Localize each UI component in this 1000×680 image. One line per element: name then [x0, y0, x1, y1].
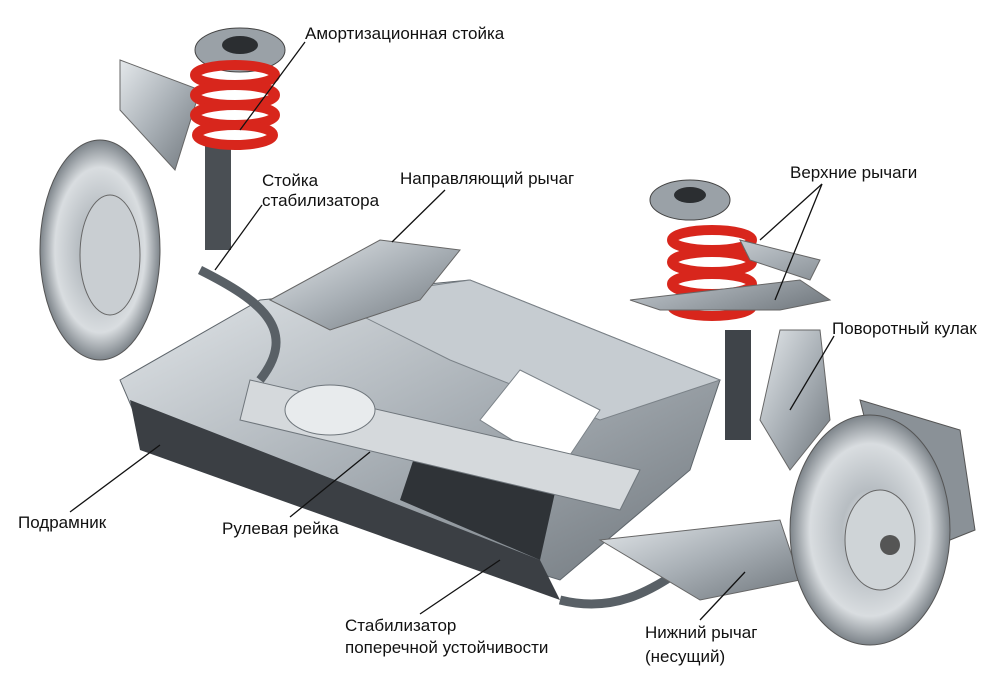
label-guide-arm: Направляющий рычаг	[400, 169, 575, 188]
right-knuckle-shape	[759, 329, 831, 471]
label-stabilizer-link-line1: Стойка	[262, 171, 319, 190]
lower-arm-shape	[598, 519, 801, 601]
left-upper-arm-shape	[119, 59, 201, 171]
steering-rack-shape	[239, 379, 641, 511]
label-upper-arms: Верхние рычаги	[790, 163, 918, 182]
label-lower-arm-line1: Нижний рычаг	[645, 623, 758, 642]
guide-arm-shape	[268, 239, 461, 331]
left-brake-disc	[39, 139, 161, 361]
label-lower-arm-line2: (несущий)	[645, 647, 726, 666]
label-steering-rack: Рулевая рейка	[222, 519, 339, 538]
label-stabilizer-bar-line1: Стабилизатор	[345, 616, 457, 635]
right-shock-strut	[649, 179, 757, 440]
label-stabilizer-link-line2: стабилизатора	[262, 191, 380, 210]
left-shock-strut	[190, 27, 286, 250]
leader-lines	[69, 41, 835, 621]
label-subframe: Подрамник	[18, 513, 107, 532]
right-brake-disc	[789, 399, 976, 646]
label-stabilizer-bar-line2: поперечной устойчивости	[345, 638, 549, 657]
label-steering-knuckle: Поворотный кулак	[832, 319, 977, 338]
label-shock-strut: Амортизационная стойка	[305, 24, 505, 43]
